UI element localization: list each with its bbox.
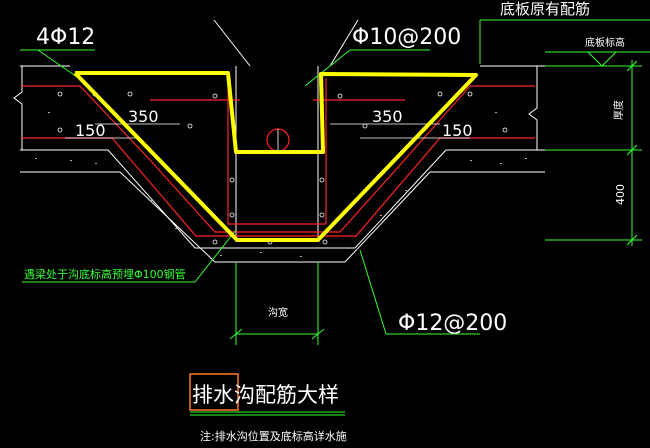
level-label: 底板标高	[585, 36, 625, 49]
top-center-rebar-label: Φ10@200	[352, 25, 461, 50]
green-leader-lines	[20, 19, 650, 416]
dim-right-350: 350	[372, 107, 403, 126]
top-left-rebar-label: 4Φ12	[36, 25, 95, 50]
top-right-note-label: 底板原有配筋	[500, 0, 590, 18]
embedded-pipe-symbol	[266, 128, 290, 152]
embedded-pipe-note: 遇梁处于沟底标高预埋Φ100钢管	[24, 267, 186, 281]
dim-vertical-thickness: 厚度	[612, 100, 625, 120]
drawing-title: 排水沟配筋大样	[192, 383, 339, 407]
dim-vertical-400: 400	[614, 184, 627, 205]
drawing-footnote: 注:排水沟位置及底标高详水施	[200, 429, 347, 443]
concrete-hatch	[35, 112, 527, 257]
break-lines	[13, 66, 538, 150]
bottom-rebar-label: Φ12@200	[398, 311, 507, 336]
slab-outline	[20, 65, 545, 263]
dim-left-150: 150	[75, 121, 106, 140]
yellow-highlight-outline	[73, 71, 478, 242]
title-highlight-box	[189, 373, 239, 411]
trench-width-label: 沟宽	[268, 306, 288, 319]
drawing-title-highlight: 排水沟	[192, 383, 255, 407]
dim-right-150: 150	[442, 121, 473, 140]
drawing-title-rest: 配筋大样	[255, 383, 339, 407]
rebar-lines	[22, 78, 535, 237]
dim-left-350: 350	[128, 107, 159, 126]
